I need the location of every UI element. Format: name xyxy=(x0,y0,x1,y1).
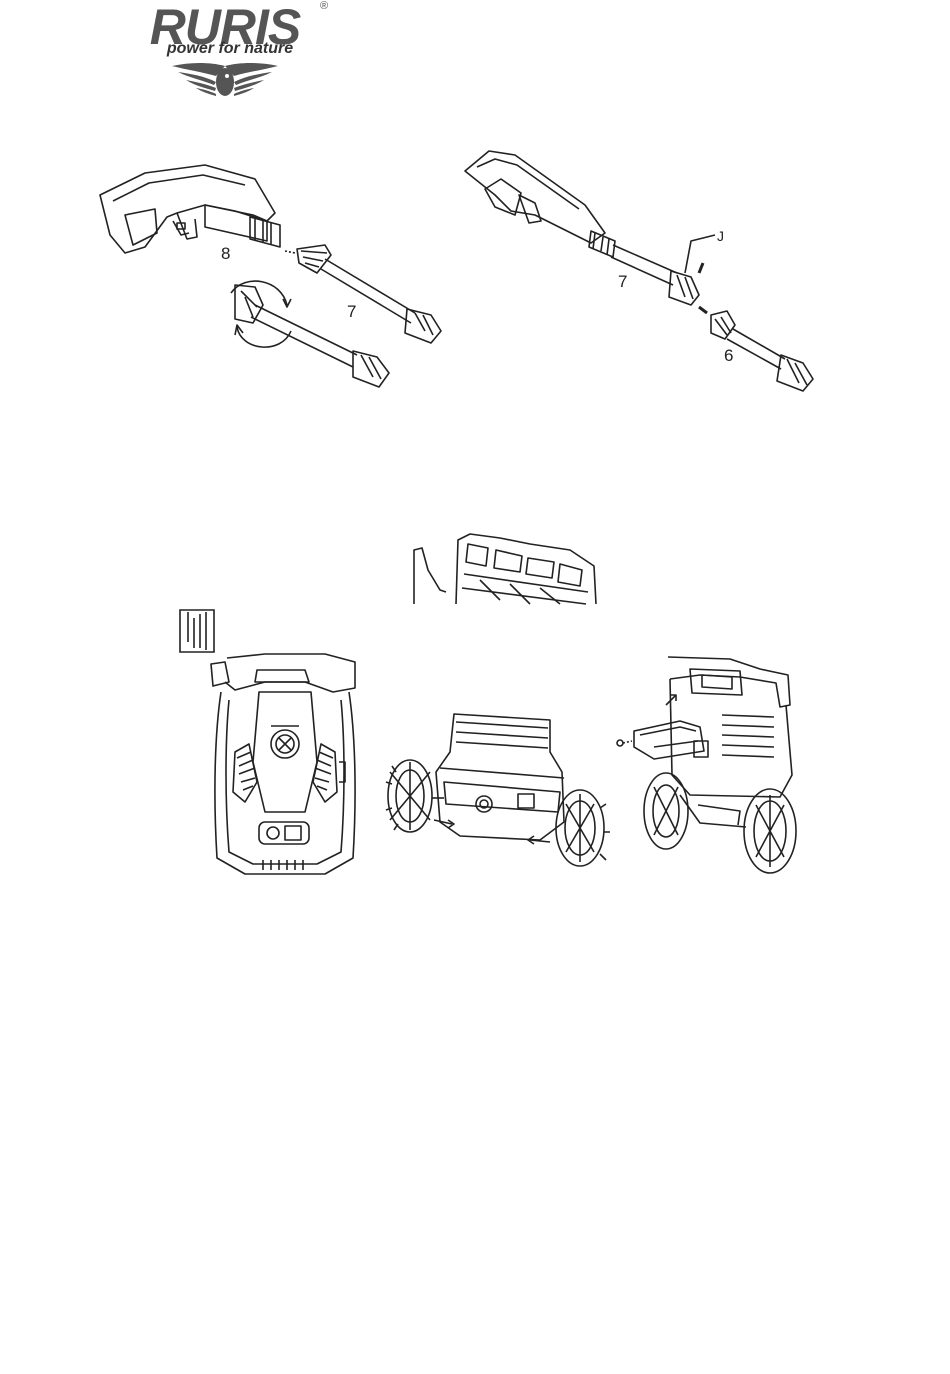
label-nozzle: 6 xyxy=(724,346,733,365)
washer-rear-view-diagram xyxy=(610,655,810,877)
label-j: J xyxy=(717,228,724,244)
brand-tagline: power for nature xyxy=(140,40,320,58)
washer-front-view-diagram xyxy=(205,652,365,880)
brand-logo: RURIS ® power for nature xyxy=(120,0,340,102)
registered-mark: ® xyxy=(320,0,328,12)
wheel-assembly-diagram xyxy=(380,712,610,868)
eagle-emblem-icon xyxy=(170,58,280,102)
frame-top-detail-diagram xyxy=(410,530,600,606)
label-gun: 8 xyxy=(221,244,230,263)
label-lance-2: 7 xyxy=(618,272,627,291)
gun-lance-assembly-diagram: 8 7 xyxy=(85,155,455,400)
bracket-part-diagram xyxy=(178,608,216,654)
label-lance: 7 xyxy=(347,302,356,321)
lance-nozzle-assembly-diagram: 7 6 J xyxy=(455,145,825,395)
